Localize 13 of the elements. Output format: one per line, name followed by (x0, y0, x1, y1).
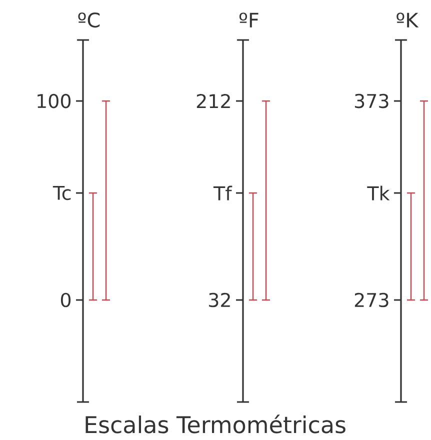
tick-label: 100 (38, 94, 71, 108)
tick-label: Tk (367, 186, 390, 200)
unit-label: ºF (239, 12, 258, 28)
caption: Escalas Termométricas (86, 414, 346, 434)
tick-label: Tf (213, 186, 232, 200)
tick-label: Tc (52, 186, 71, 200)
tick-label: 0 (60, 292, 71, 308)
tick-label: 373 (354, 94, 388, 108)
unit-label: ºC (78, 12, 100, 28)
tick-label: 273 (354, 292, 388, 308)
unit-label: ºK (396, 12, 419, 28)
tick-label: 212 (196, 94, 230, 108)
tick-label: 32 (209, 292, 230, 308)
